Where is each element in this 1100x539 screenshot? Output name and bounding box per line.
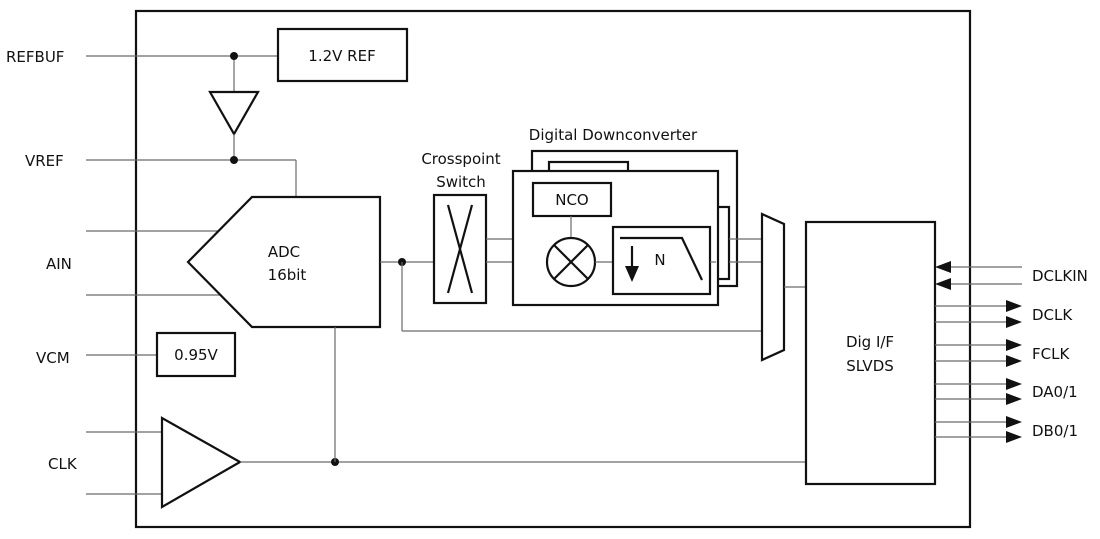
adc-block: [186, 195, 382, 329]
mux-icon: [760, 212, 786, 362]
pin-refbuf-label: REFBUF: [6, 48, 64, 66]
pin-vcm: VCM: [36, 349, 157, 367]
pin-dclk-label: DCLK: [1032, 306, 1073, 324]
pin-fclk-label: FCLK: [1032, 345, 1070, 363]
digif-label-line1: Dig I/F: [846, 333, 894, 351]
down-arrow-icon: [625, 246, 639, 282]
pin-refbuf: REFBUF: [6, 48, 278, 66]
vcm-ref-label: 0.95V: [174, 346, 218, 364]
nco-label: NCO: [555, 191, 589, 209]
vcm-ref-block: [155, 331, 237, 378]
buffer-triangle-icon: [208, 90, 260, 137]
pin-ain: AIN: [46, 230, 225, 296]
clock-buffer-icon: [160, 416, 243, 509]
pin-da: DA0/1: [935, 378, 1078, 405]
pin-da-label: DA0/1: [1032, 383, 1078, 401]
pin-ain-label: AIN: [46, 255, 72, 273]
pin-vref: VREF: [25, 152, 297, 197]
adc-label-line1: ADC: [268, 243, 300, 261]
decimation-label: N: [654, 251, 665, 269]
pin-dclkin: DCLKIN: [935, 261, 1088, 290]
pin-clk-label: CLK: [48, 455, 78, 473]
digif-label-line2: SLVDS: [846, 357, 894, 375]
ref-block-label: 1.2V REF: [308, 47, 375, 65]
pin-db: DB0/1: [935, 416, 1078, 443]
lowpass-filter-icon: [620, 236, 703, 281]
pin-vcm-label: VCM: [36, 349, 70, 367]
crosspoint-label-line2: Switch: [436, 173, 486, 191]
adc-label-line2: 16bit: [268, 266, 307, 284]
ref-block: [276, 27, 409, 83]
pin-fclk: FCLK: [935, 339, 1070, 367]
digital-interface-block: [804, 220, 937, 486]
nco-block: [531, 181, 613, 218]
pin-clk: CLK: [48, 431, 162, 495]
pin-vref-label: VREF: [25, 152, 64, 170]
pin-dclk: DCLK: [935, 300, 1073, 328]
pin-db-label: DB0/1: [1032, 422, 1078, 440]
ddc-title: Digital Downconverter: [529, 126, 698, 144]
pin-dclkin-label: DCLKIN: [1032, 267, 1088, 285]
crosspoint-label-line1: Crosspoint: [421, 150, 500, 168]
